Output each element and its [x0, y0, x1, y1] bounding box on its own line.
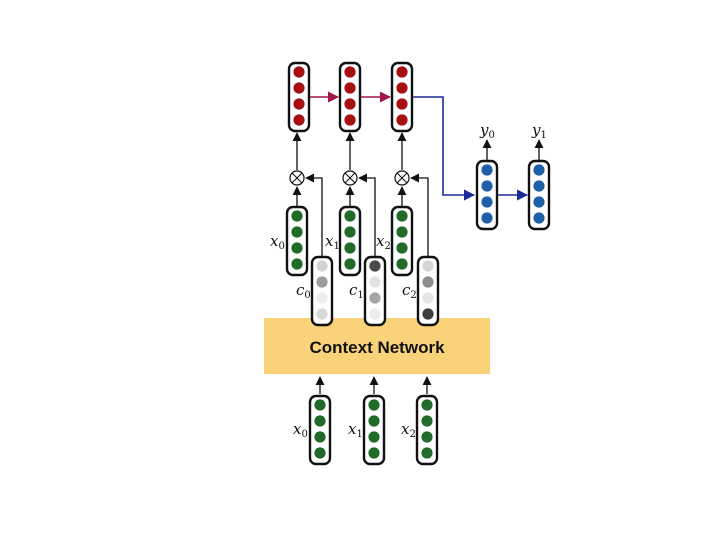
input-capsule-bottom-2: [415, 394, 439, 466]
output-label-y0: y0: [479, 121, 495, 141]
input-capsule-top-1: [338, 205, 362, 277]
multiply-node-1: [342, 170, 358, 186]
hidden-capsule-1: [338, 61, 362, 133]
output-capsule-0: [475, 159, 499, 231]
context-network-label: Context Network: [309, 338, 445, 357]
input-capsule-bottom-1: [362, 394, 386, 466]
hidden-capsule-0: [287, 61, 311, 133]
label-x2-bottom: x2: [401, 420, 416, 440]
label-x2-top: x2: [376, 232, 391, 252]
multiply-node-2: [394, 170, 410, 186]
input-capsule-bottom-0: [308, 394, 332, 466]
output-capsule-1: [527, 159, 551, 231]
context-arrow-2: [410, 173, 429, 257]
multiply-node-0: [289, 170, 305, 186]
hidden-to-output-arrow: [413, 96, 476, 201]
input-capsule-top-0: [285, 205, 309, 277]
label-x0-top: x0: [270, 232, 285, 252]
context-capsule-0: [310, 255, 334, 327]
hidden-capsule-2: [390, 61, 414, 133]
context-network-background: [264, 318, 490, 374]
context-arrow-0: [305, 173, 323, 257]
context-capsule-2: [416, 255, 440, 327]
label-c0: c0: [296, 281, 311, 301]
output-label-y1: y1: [531, 121, 547, 141]
label-x1-bottom: x1: [348, 420, 363, 440]
label-x0-bottom: x0: [293, 420, 308, 440]
input-capsule-top-2: [390, 205, 414, 277]
label-x1-top: x1: [325, 232, 340, 252]
context-arrow-1: [358, 173, 376, 257]
context-capsule-1: [363, 255, 387, 327]
context-network-box: Context Network: [264, 318, 490, 374]
label-c1: c1: [349, 281, 364, 301]
label-c2: c2: [402, 281, 417, 301]
